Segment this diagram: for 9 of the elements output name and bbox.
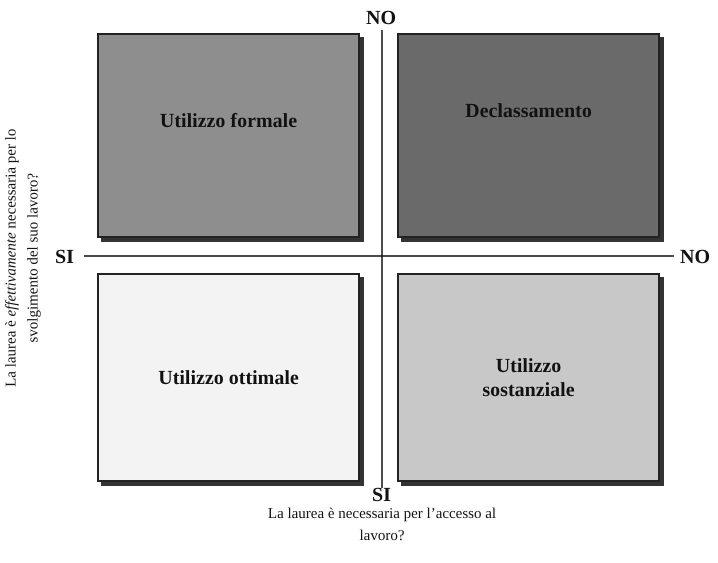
axis-title: La laurea è necessaria per l’accesso al lavoro? — [266, 505, 498, 546]
axis-end-label: NO — [366, 8, 396, 28]
quadrant-label: Utilizzo formale — [160, 108, 298, 134]
quadrant-label: Utilizzo ottimale — [158, 366, 299, 390]
axis-end-label: SI — [372, 485, 391, 505]
quadrant-label: Utilizzo sostanziale — [481, 354, 576, 402]
quadrant-label: Declassamento — [465, 98, 592, 124]
axis-end-label: SI — [55, 247, 74, 267]
axis-end-label: NO — [680, 247, 710, 267]
